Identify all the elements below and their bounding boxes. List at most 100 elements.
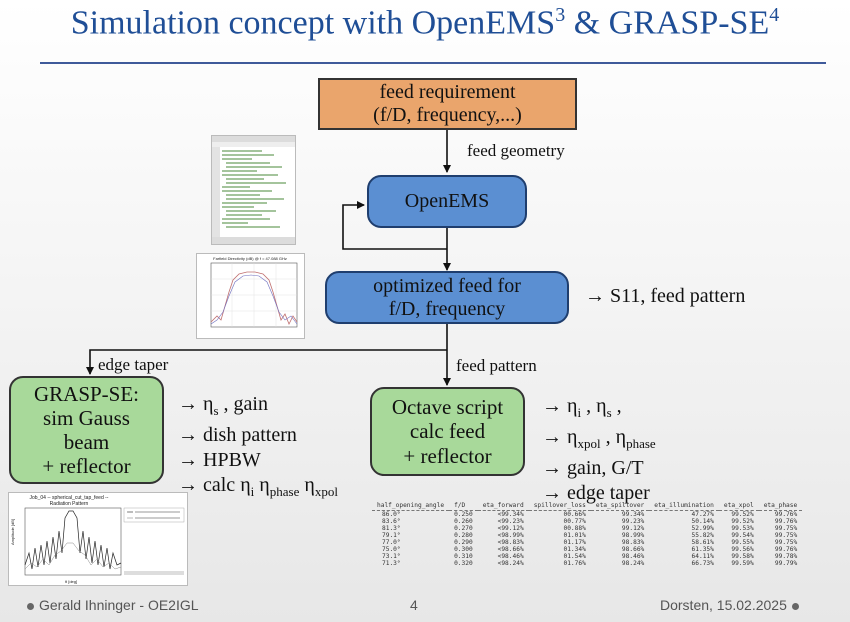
table-cell: 50.14% [691,518,714,525]
table-cell: 99.76% [774,546,798,553]
octave-output-3: → gain, G/T [542,457,644,479]
table-header: half_opening_angle [372,502,450,511]
feed-pattern-label: feed pattern [456,356,537,375]
octave-line1: Octave script [391,395,504,420]
title-main: Simulation concept with OpenEMS [70,4,556,42]
table-cell: <99.12% [497,525,524,532]
table-cell: 99.75% [774,525,798,532]
octave-output-1: → ηi , ηs , [542,395,622,420]
table-header-row: half_opening_angle f/D eta_forward spill… [372,502,803,511]
table-cell: <99.23% [497,518,524,525]
radiation-pattern-image: Job_04 -- spherical_cut_tap_feed -- Radi… [10,495,185,584]
title-divider [40,62,826,64]
table-header: eta_forward [477,502,529,511]
grasp-line2: sim Gauss [43,405,130,430]
table-cell: 0.270 [454,525,473,532]
grasp-outputs: → ηs , gain → dish pattern → HPBW → calc… [178,392,338,504]
grasp-line4: + reflector [42,454,131,479]
svg-text:Farfield Directivity (dB) @ f: Farfield Directivity (dB) @ f = 47.088 G… [213,256,287,261]
results-table: half_opening_angle f/D eta_forward spill… [372,502,803,567]
grasp-se-box: GRASP-SE: sim Gauss beam + reflector [9,376,164,484]
table-header: spillover_loss [528,502,591,511]
table-cell: 77.0° [382,539,401,546]
table-cell: 01.34% [563,546,586,553]
table-cell: 99.55% [731,539,754,546]
table-cell: 0.300 [454,546,473,553]
table-cell: 99.76% [774,518,798,525]
table-row: 83.6°0.260<99.23%00.77%99.23%50.14%99.52… [372,518,802,525]
table-cell: 01.17% [563,539,586,546]
optimized-line1: optimized feed for [373,274,521,297]
table-cell: 61.35% [691,546,714,553]
table-cell: 75.0° [382,546,401,553]
page-number: 4 [410,597,418,613]
table-cell: 98.99% [621,532,645,539]
svg-text:Job_04 -- spherical_cut_tap_fe: Job_04 -- spherical_cut_tap_feed -- [30,495,109,501]
table-row: 86.0°0.250<99.34%00.66%99.34%47.27%99.52… [372,511,802,518]
openems-box: OpenEMS [367,175,527,228]
table-cell: 99.52% [731,511,754,518]
table-row: 81.3°0.270<99.12%00.88%99.12%52.99%99.53… [372,525,802,532]
table-cell: 99.12% [621,525,645,532]
table-cell: 47.27% [691,511,714,518]
table-cell: 99.75% [774,539,798,546]
grasp-line3: beam [63,430,110,454]
table-row: 73.1°0.310<98.46%01.54%98.46%64.11%99.58… [372,553,802,560]
octave-output-2: → ηxpol , ηphase [542,426,656,451]
table-cell: 99.76% [774,511,798,518]
table-header: eta_xpol [718,502,759,511]
table-cell: 99.52% [731,518,754,525]
table-cell: 99.79% [774,560,798,567]
table-cell: 73.1° [382,553,401,560]
title-mid: & GRASP-SE [565,4,770,42]
octave-line3: + reflector [403,443,492,468]
table-cell: 99.53% [731,525,754,532]
table-cell: 99.34% [621,511,645,518]
table-cell: 99.23% [621,518,645,525]
table-cell: 00.88% [563,525,586,532]
table-cell: 81.3° [382,525,401,532]
table-cell: 66.73% [691,560,714,567]
code-editor-thumbnail [211,135,296,245]
octave-outputs: → ηi , ηs , → ηxpol , ηphase → gain, G/T… [542,394,656,506]
table-body: 86.0°0.250<99.34%00.66%99.34%47.27%99.52… [372,511,802,567]
table-cell: 64.11% [691,553,714,560]
table-header: eta_spillover [590,502,650,511]
grasp-output-4: → calc ηi ηphase ηxpol [178,474,338,499]
code-editor-image [212,136,295,244]
table-cell: 79.1° [382,532,401,539]
optimized-line2: f/D, frequency [388,297,506,320]
footer-bullet-icon [791,602,799,610]
table-cell: <98.99% [497,532,524,539]
table-cell: 98.24% [621,560,645,567]
table-row: 77.0°0.290<98.83%01.17%98.83%58.61%99.55… [372,539,802,546]
edge-taper-label: edge taper [98,355,169,374]
arrow-to-grasp [86,349,447,375]
table-cell: 55.82% [691,532,714,539]
table-cell: 99.56% [731,546,754,553]
grasp-output-1: → ηs , gain [178,393,268,418]
table-cell: 99.54% [731,532,754,539]
svg-text:θ [deg]: θ [deg] [65,579,77,584]
feed-req-line2: (f/D, frequency,...) [373,104,522,126]
table-header: eta_phase [758,502,803,511]
title-sup-2: 4 [769,4,780,26]
feed-requirement-box: feed requirement (f/D, frequency,...) [318,78,577,130]
feed-geometry-label: feed geometry [467,141,565,160]
radiation-pattern-thumbnail: Job_04 -- spherical_cut_tap_feed -- Radi… [8,492,188,586]
table-cell: 0.280 [454,532,473,539]
table-cell: 01.01% [563,532,586,539]
table-cell: 0.310 [454,553,473,560]
octave-script-box: Octave script calc feed + reflector [370,387,525,476]
table-cell: 98.66% [621,546,645,553]
table-cell: 58.61% [691,539,714,546]
farfield-plot-thumbnail: Farfield Directivity (dB) @ f = 47.088 G… [196,253,305,339]
table-cell: <98.66% [497,546,524,553]
table-cell: 98.46% [621,553,645,560]
feed-req-line1: feed requirement [379,81,516,103]
grasp-line1: GRASP-SE: [33,381,140,406]
s11-output: → S11, feed pattern [585,285,746,307]
table-cell: 0.260 [454,518,473,525]
table-cell: 00.66% [563,511,586,518]
